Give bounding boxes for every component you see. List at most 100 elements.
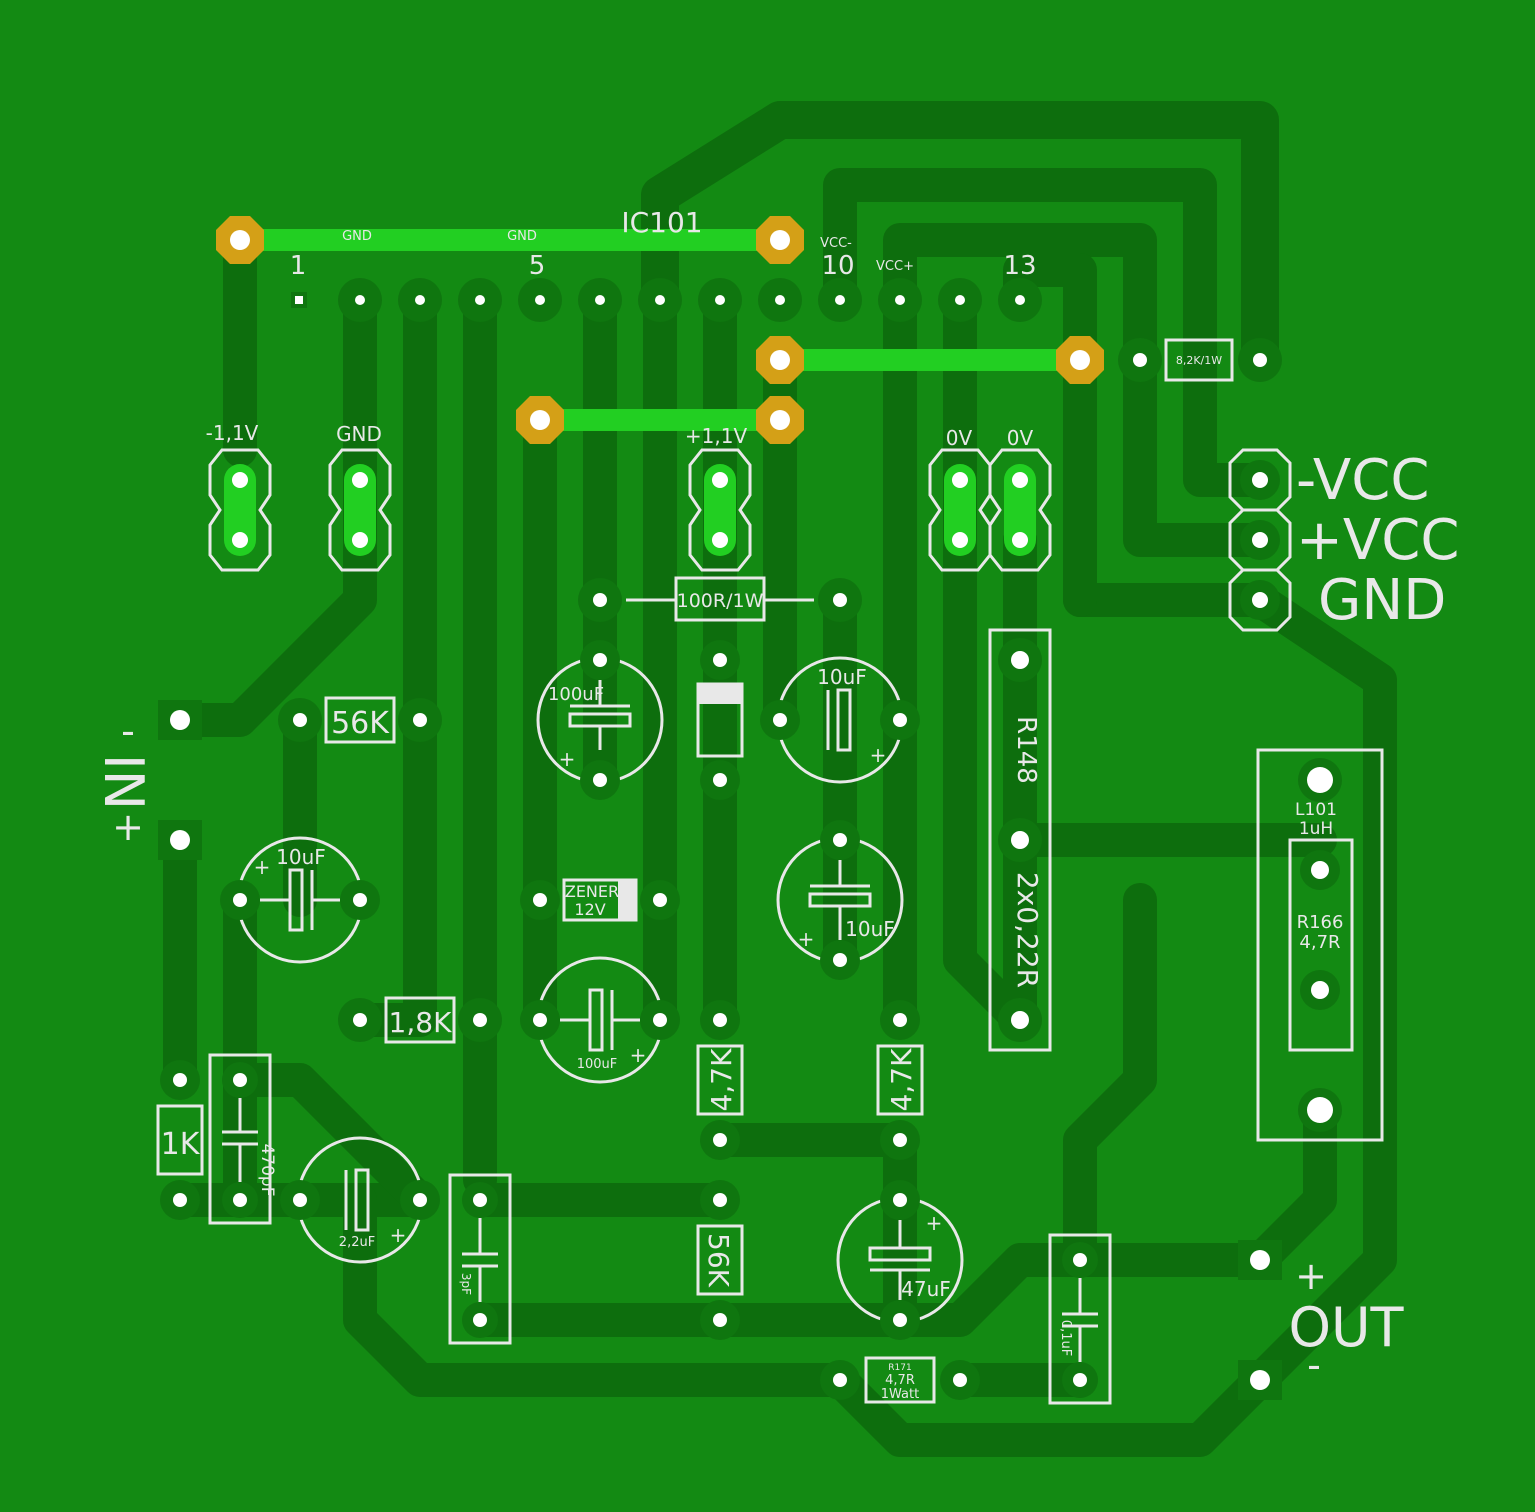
test-point-ov2-label: 0V bbox=[1007, 426, 1034, 450]
output-minus-label: - bbox=[1307, 1343, 1321, 1387]
input-label: IN bbox=[92, 754, 155, 810]
resistor-1k-label: 1K bbox=[161, 1127, 201, 1162]
inductor-l101-value: 1uH bbox=[1299, 819, 1333, 839]
capacitor-10uf-b-label: 10uF bbox=[817, 665, 867, 689]
capacitor-2u2-polarity: + bbox=[390, 1223, 407, 1247]
jumper-pad bbox=[516, 396, 564, 444]
jumper-traces bbox=[229, 229, 1091, 431]
resistor-1k: 1K bbox=[156, 1060, 204, 1220]
resistor-r171-label: R171 bbox=[888, 1363, 911, 1373]
resistor-r171-value: 4,7R bbox=[885, 1373, 915, 1388]
input-connector: - IN + bbox=[92, 700, 202, 860]
capacitor-3pf-label: 3pF bbox=[459, 1273, 473, 1295]
test-points: -1,1V GND +1,1V 0V 0V bbox=[206, 421, 1052, 572]
zener-value: 12V bbox=[574, 900, 605, 919]
pin-name-vcc-minus: VCC- bbox=[820, 236, 852, 251]
test-point-ov1-label: 0V bbox=[946, 426, 973, 450]
zener-label: ZENER bbox=[565, 882, 619, 901]
capacitor-0u1: 0,1uF bbox=[1048, 1233, 1112, 1405]
pin-number-13: 13 bbox=[1003, 251, 1036, 281]
capacitor-10uf-c: 10uF + bbox=[776, 820, 904, 980]
resistor-56k-a-label: 56K bbox=[331, 706, 390, 741]
capacitor-10uf-b-polarity: + bbox=[870, 743, 887, 767]
test-point-ov2 bbox=[988, 448, 1052, 572]
capacitor-10uf-a: 10uF + bbox=[220, 836, 380, 964]
capacitor-100uf-a: 100uF + bbox=[536, 640, 664, 800]
resistor-100r-label: 100R/1W bbox=[677, 590, 764, 612]
inductor-l101: L101 1uH R166 4,7R bbox=[1256, 748, 1384, 1142]
capacitor-470pf-label: 470pF bbox=[257, 1143, 277, 1196]
capacitor-100uf-b-label: 100uF bbox=[577, 1057, 618, 1072]
resistor-56k-b-label: 56K bbox=[702, 1233, 735, 1288]
power-vpos-label: +VCC bbox=[1296, 508, 1459, 573]
pin-name-vcc-plus: VCC+ bbox=[876, 259, 914, 274]
resistor-4k7-b-label: 4,7K bbox=[885, 1048, 918, 1112]
resistor-4k7-a-label: 4,7K bbox=[705, 1048, 738, 1112]
capacitor-47uf: 47uF + bbox=[836, 1180, 964, 1340]
capacitor-470pf: 470pF bbox=[208, 1053, 277, 1225]
capacitor-10uf-c-label: 10uF bbox=[845, 917, 895, 941]
resistor-4k7-a: 4,7K bbox=[696, 1000, 744, 1160]
capacitor-100uf-b: 100uF + bbox=[520, 956, 680, 1084]
jumper-pad bbox=[756, 336, 804, 384]
capacitor-100uf-a-label: 100uF bbox=[548, 684, 604, 705]
capacitor-2u2: 2,2uF + bbox=[280, 1136, 440, 1264]
capacitor-0u1-label: 0,1uF bbox=[1058, 1320, 1073, 1356]
capacitor-47uf-label: 47uF bbox=[901, 1277, 951, 1301]
resistor-8k2: 8,2K/1W bbox=[1118, 338, 1282, 382]
test-point-pos-label: +1,1V bbox=[685, 424, 748, 448]
ic101-label: IC101 bbox=[621, 206, 702, 239]
capacitor-10uf-a-polarity: + bbox=[254, 855, 271, 879]
jumper-pads bbox=[216, 216, 1104, 444]
test-point-pos bbox=[688, 448, 752, 572]
capacitor-100uf-b-polarity: + bbox=[630, 1043, 647, 1067]
pin-name-gnd-a: GND bbox=[342, 229, 372, 244]
jumper-pad bbox=[1056, 336, 1104, 384]
resistor-r166-value: 4,7R bbox=[1299, 932, 1340, 953]
zener-diode: ZENER 12V bbox=[520, 878, 680, 922]
test-point-gnd-label: GND bbox=[336, 422, 382, 446]
resistor-4k7-b: 4,7K bbox=[876, 1000, 924, 1160]
resistor-56k-a: 56K bbox=[278, 696, 442, 744]
output-connector: + OUT - bbox=[1238, 1240, 1405, 1400]
capacitor-10uf-a-label: 10uF bbox=[276, 845, 326, 869]
test-point-gnd bbox=[328, 448, 392, 572]
ic101: IC101 GND GND VCC- VCC+ 1 5 10 13 bbox=[290, 206, 1042, 322]
pin-number-1: 1 bbox=[290, 251, 307, 281]
resistor-r171-watt: 1Watt bbox=[881, 1387, 919, 1402]
input-plus-label: + bbox=[112, 805, 144, 849]
resistor-r166-label: R166 bbox=[1297, 912, 1344, 933]
test-point-neg-label: -1,1V bbox=[206, 421, 259, 445]
ic101-pin-1-hole bbox=[295, 296, 303, 304]
resistor-1k8: 1,8K bbox=[338, 996, 502, 1044]
power-vneg-label: -VCC bbox=[1296, 448, 1429, 513]
resistor-r171: R171 4,7R 1Watt bbox=[820, 1356, 980, 1404]
capacitor-3pf: 3pF bbox=[448, 1173, 512, 1345]
capacitor-100uf-a-polarity: + bbox=[559, 747, 576, 771]
resistor-8k2-label: 8,2K/1W bbox=[1176, 354, 1222, 367]
pin-number-10: 10 bbox=[821, 251, 854, 281]
resistor-r148-label: R148 bbox=[1011, 716, 1041, 784]
test-point-neg bbox=[208, 448, 272, 572]
inductor-l101-label: L101 bbox=[1295, 800, 1337, 820]
power-gnd-label: GND bbox=[1318, 568, 1446, 633]
input-minus-label: - bbox=[121, 709, 135, 753]
capacitor-2u2-label: 2,2uF bbox=[339, 1235, 375, 1250]
capacitor-47uf-polarity: + bbox=[926, 1211, 943, 1235]
output-plus-label: + bbox=[1295, 1254, 1327, 1298]
power-connector: -VCC +VCC GND bbox=[1228, 448, 1459, 633]
ic101-pins bbox=[338, 278, 1042, 322]
jumper-pad bbox=[756, 396, 804, 444]
diode-block bbox=[696, 640, 744, 800]
capacitor-10uf-c-polarity: + bbox=[798, 927, 815, 951]
resistor-56k-b: 56K bbox=[696, 1180, 744, 1340]
resistor-1k8-label: 1,8K bbox=[389, 1006, 453, 1039]
capacitor-10uf-b: 10uF + bbox=[760, 656, 920, 784]
output-label: OUT bbox=[1288, 1296, 1404, 1359]
resistor-r148-value: 2x0,22R bbox=[1011, 872, 1044, 988]
pin-name-gnd-b: GND bbox=[507, 229, 537, 244]
resistor-r148: R148 2x0,22R bbox=[988, 628, 1052, 1052]
resistor-100r: 100R/1W bbox=[578, 576, 862, 622]
